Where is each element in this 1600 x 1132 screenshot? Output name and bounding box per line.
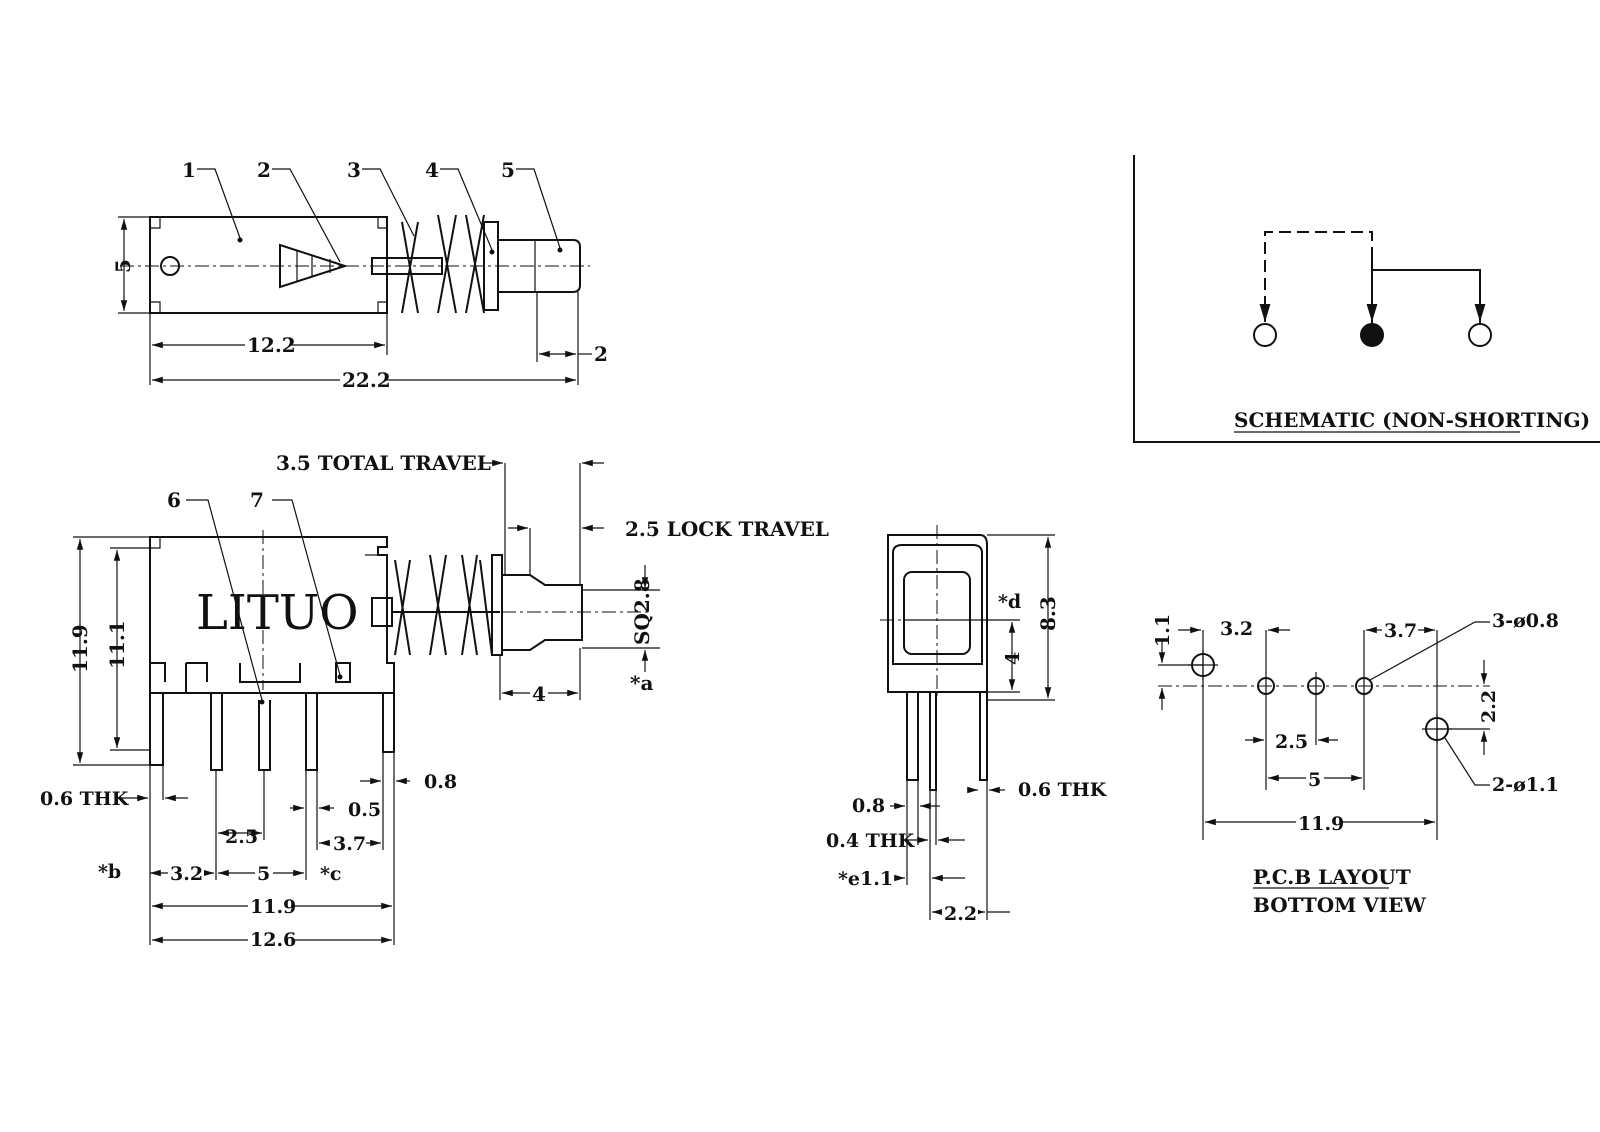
callout-2: 2 [257, 158, 271, 182]
dim-height-outer: 11.9 [68, 624, 92, 673]
dim-22-end: 2.2 [944, 903, 977, 925]
dim-height-inner: 11.1 [105, 620, 129, 669]
dim-32: 3.2 [170, 863, 203, 885]
callout-4: 4 [425, 158, 439, 182]
pcb-dim-22: 2.2 [1478, 690, 1500, 723]
dim-pitch-25: 2.5 [225, 826, 258, 848]
pcb-layout: 1.1 3.2 3.7 3-ø0.8 2.2 2.5 2-ø1.1 5 [1152, 610, 1559, 917]
pcb-dim-37: 3.7 [1384, 620, 1417, 642]
dim-83: 8.3 [1036, 596, 1060, 631]
pcb-hole-large: 2-ø1.1 [1492, 774, 1559, 796]
dim-08-end: 0.8 [852, 795, 885, 817]
total-travel-label: 3.5 TOTAL TRAVEL [276, 451, 491, 475]
pcb-caption-layout: P.C.B LAYOUT [1253, 865, 1411, 889]
dim-body-length: 12.2 [247, 333, 296, 357]
schematic-caption: SCHEMATIC (NON-SHORTING) [1234, 408, 1590, 432]
pcb-dim-25: 2.5 [1275, 731, 1308, 753]
note-a: *a [630, 671, 653, 695]
thk-06: 0.6 THK [1018, 779, 1108, 801]
note-d: *d [998, 591, 1021, 613]
dim-5: 5 [257, 863, 270, 885]
pcb-dim-119: 11.9 [1298, 813, 1344, 835]
callout-5: 5 [501, 158, 515, 182]
pcb-caption-view: BOTTOM VIEW [1253, 893, 1426, 917]
schematic: SCHEMATIC (NON-SHORTING) [1133, 155, 1600, 443]
pcb-dim-5: 5 [1308, 769, 1321, 791]
end-view: 8.3 *d 4 0.6 THK 0.8 0.4 THK *e1.1 2.2 [826, 525, 1108, 925]
dim-119: 11.9 [250, 896, 296, 918]
dim-height: 5 [111, 259, 135, 273]
pcb-dim-11: 1.1 [1152, 614, 1174, 647]
side-view: LITUO 6 7 3.5 TOTAL TRAVEL 2.5 LOCK TRAV… [40, 451, 829, 951]
top-view: 1 2 3 4 5 5 12.2 2 22.2 [111, 158, 608, 392]
thk-label: 0.6 THK [40, 788, 130, 810]
thk-04: 0.4 THK [826, 830, 916, 852]
dim-tip: 2 [594, 342, 608, 366]
dim-05: 0.5 [348, 799, 381, 821]
callout-6: 6 [167, 488, 181, 512]
callout-3: 3 [347, 158, 361, 182]
pcb-hole-small: 3-ø0.8 [1492, 610, 1559, 632]
dim-37: 3.7 [333, 833, 366, 855]
callout-1: 1 [182, 158, 196, 182]
dim-overall-length: 22.2 [342, 368, 391, 392]
lock-travel-label: 2.5 LOCK TRAVEL [625, 517, 829, 541]
logo-lituo: LITUO [196, 585, 359, 641]
dim-shaft-length: 4 [532, 682, 546, 706]
callout-7: 7 [250, 488, 264, 512]
note-e: *e1.1 [838, 868, 893, 890]
dim-126: 12.6 [250, 929, 296, 951]
pcb-dim-32: 3.2 [1220, 618, 1253, 640]
dim-terminal-width: 0.8 [424, 771, 457, 793]
note-b: *b [98, 861, 121, 883]
dim-shaft-size: SQ2.8 [630, 578, 654, 645]
note-c: *c [320, 863, 342, 885]
dim-4-end: 4 [1002, 652, 1024, 665]
